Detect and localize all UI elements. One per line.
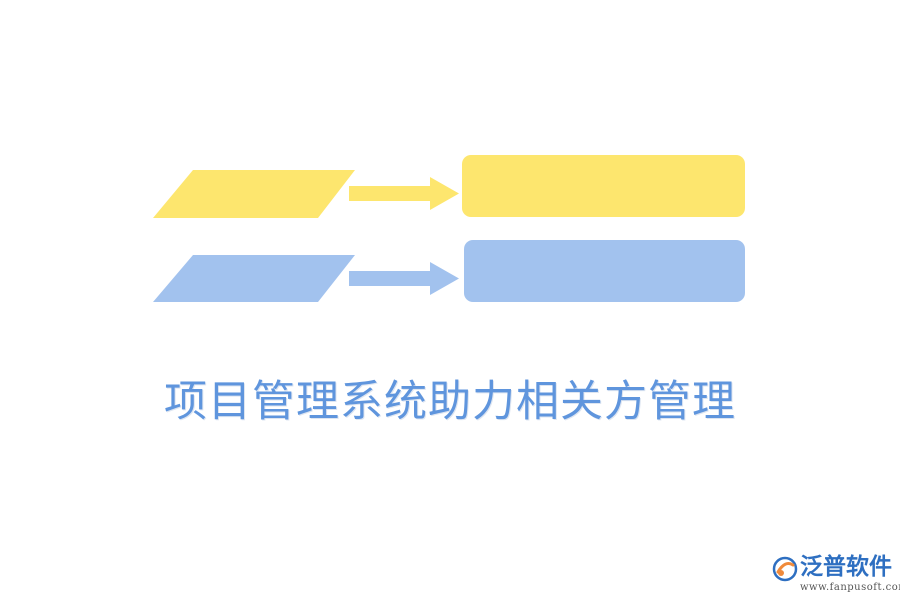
yellow-parallelogram (153, 170, 355, 218)
yellow-arrow (349, 177, 459, 210)
logo-url: www.fanpusoft.com (800, 582, 900, 593)
logo-name: 泛普软件 (800, 554, 892, 580)
blue-row (153, 240, 745, 302)
blue-box (464, 240, 745, 302)
blue-parallelogram (153, 255, 355, 302)
yellow-row (153, 155, 745, 218)
fanpu-logo-icon (772, 556, 798, 582)
page-title: 项目管理系统助力相关方管理 (164, 377, 736, 427)
blue-arrow (349, 262, 459, 295)
yellow-box (462, 155, 745, 217)
fanpu-logo[interactable]: 泛普软件 www.fanpusoft.com (772, 552, 900, 596)
